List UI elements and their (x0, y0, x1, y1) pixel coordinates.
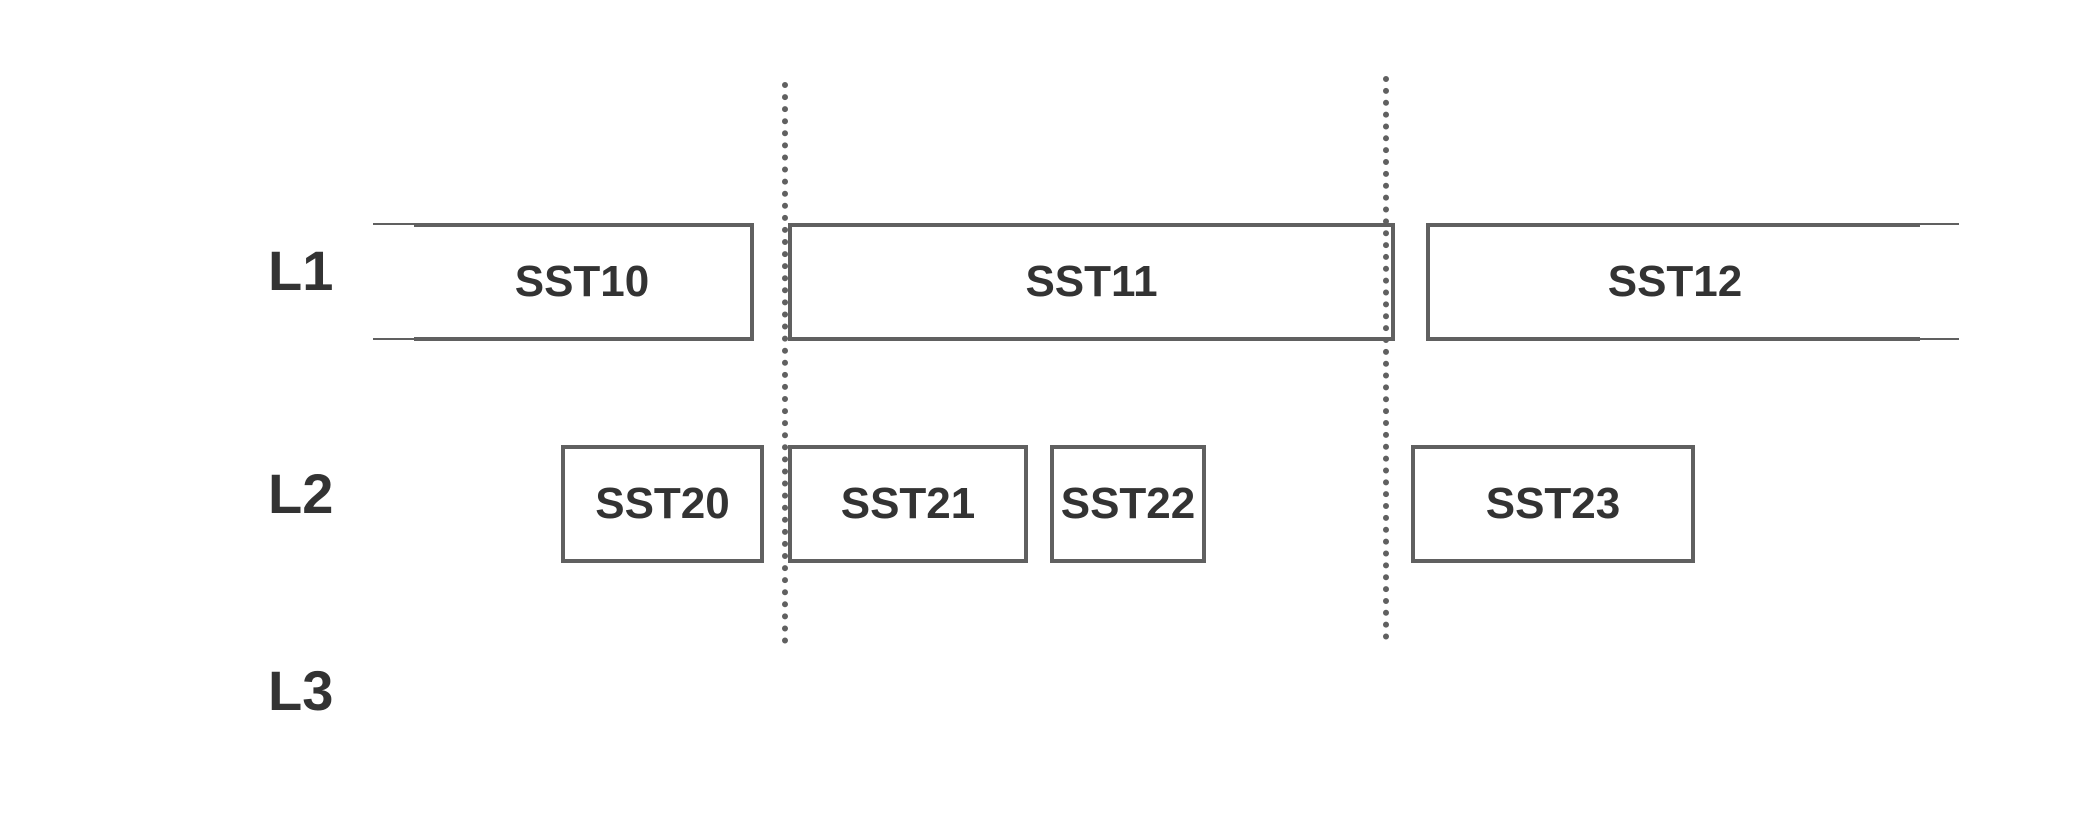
sstable-l2-sst20: SST20 (561, 445, 764, 563)
sstable-label: SST20 (595, 479, 730, 528)
key-range-divider-2 (1383, 76, 1389, 640)
level-label-l1: L1 (268, 239, 334, 302)
sstable-label: SST23 (1485, 479, 1621, 528)
level-label-l3: L3 (268, 659, 334, 722)
sstable-l1-sst11: SST11 (788, 223, 1395, 341)
sstable-label: SST10 (514, 257, 650, 306)
sstable-l1-sst10: SST10 (414, 223, 754, 341)
l1-left-extender-top (373, 223, 418, 225)
l1-right-extender-top (1917, 223, 1959, 225)
level-label-l2: L2 (268, 462, 334, 525)
l1-right-extender-bottom (1917, 338, 1959, 340)
sstable-label: SST11 (1025, 257, 1158, 306)
sstable-label: SST22 (1060, 479, 1196, 528)
sstable-label: SST12 (1607, 257, 1743, 306)
key-range-divider-1 (782, 82, 788, 644)
sstable-label: SST21 (840, 479, 976, 528)
sstable-l2-sst22: SST22 (1050, 445, 1206, 563)
sstable-l2-sst23: SST23 (1411, 445, 1695, 563)
l1-left-extender-bottom (373, 338, 418, 340)
sstable-l1-sst12: SST12 (1426, 223, 1920, 341)
sstable-l2-sst21: SST21 (788, 445, 1028, 563)
